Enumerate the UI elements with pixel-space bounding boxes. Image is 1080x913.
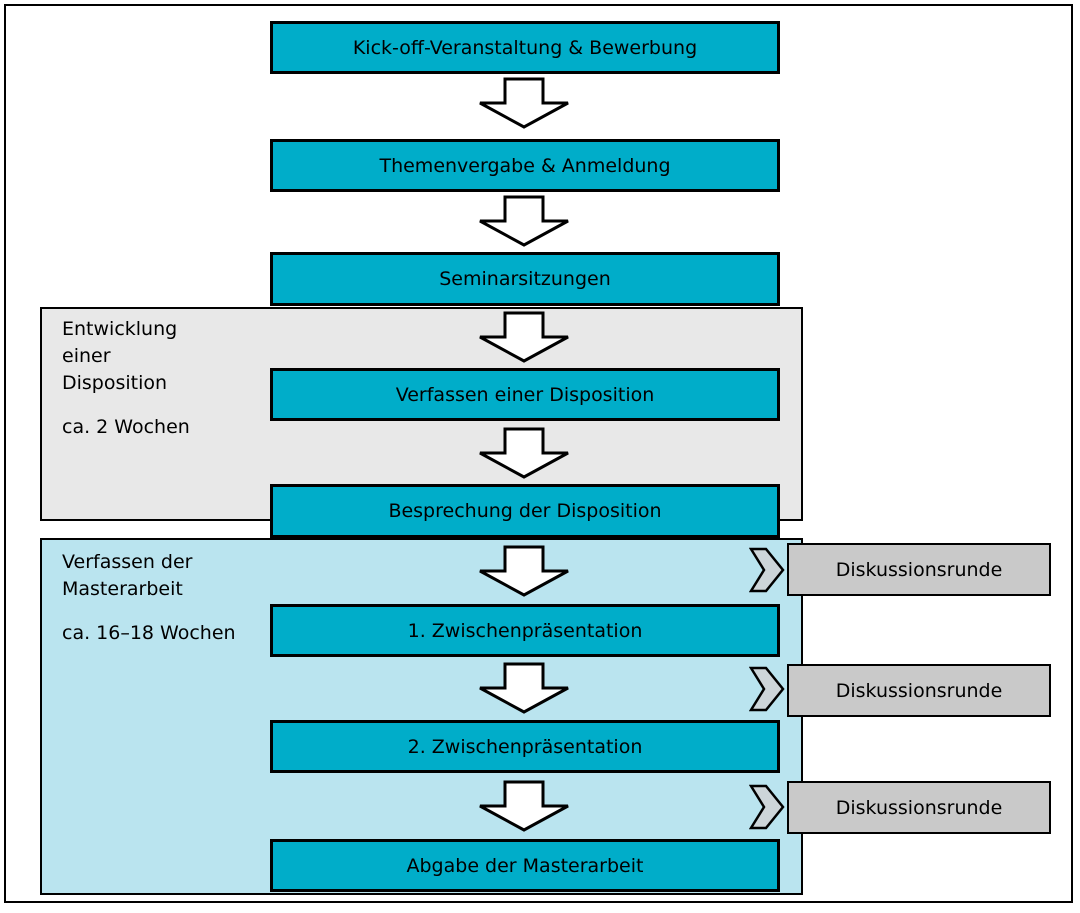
flow-step-zwischenpraesentation-1: 1. Zwischenpräsentation: [270, 604, 780, 657]
phase-label-line: Masterarbeit: [62, 578, 183, 600]
phase-duration: ca. 16–18 Wochen: [62, 622, 236, 644]
down-arrow-icon: [479, 195, 569, 247]
flow-step-abgabe: Abgabe der Masterarbeit: [270, 839, 780, 892]
down-arrow-icon: [479, 545, 569, 597]
chevron-right-icon: [749, 666, 785, 712]
phase-label-line: Verfassen der: [62, 551, 193, 573]
phase-label-line: einer: [62, 345, 111, 367]
chevron-right-icon: [749, 784, 785, 830]
side-box-diskussionsrunde-2: Diskussionsrunde: [787, 664, 1051, 717]
side-box-diskussionsrunde-3: Diskussionsrunde: [787, 781, 1051, 834]
flow-step-zwischenpraesentation-2: 2. Zwischenpräsentation: [270, 720, 780, 773]
down-arrow-icon: [479, 427, 569, 479]
phase-disposition-label: Entwicklung einer Disposition ca. 2 Woch…: [62, 316, 190, 441]
down-arrow-icon: [479, 311, 569, 363]
flow-step-besprechung-disposition: Besprechung der Disposition: [270, 484, 780, 538]
outer-frame: [4, 4, 1073, 903]
phase-band-thesis: Verfassen der Masterarbeit ca. 16–18 Woc…: [40, 538, 803, 895]
phase-label-line: Entwicklung: [62, 318, 178, 340]
phase-label-line: Disposition: [62, 372, 168, 394]
flow-step-seminarsitzungen: Seminarsitzungen: [270, 252, 780, 306]
down-arrow-icon: [479, 780, 569, 832]
flow-step-themenvergabe: Themenvergabe & Anmeldung: [270, 139, 780, 192]
side-box-diskussionsrunde-1: Diskussionsrunde: [787, 543, 1051, 596]
phase-thesis-label: Verfassen der Masterarbeit ca. 16–18 Woc…: [62, 549, 236, 647]
down-arrow-icon: [479, 77, 569, 129]
down-arrow-icon: [479, 662, 569, 714]
chevron-right-icon: [749, 547, 785, 593]
flow-step-verfassen-disposition: Verfassen einer Disposition: [270, 368, 780, 421]
flow-step-kickoff: Kick-off-Veranstaltung & Bewerbung: [270, 21, 780, 74]
phase-duration: ca. 2 Wochen: [62, 416, 190, 438]
